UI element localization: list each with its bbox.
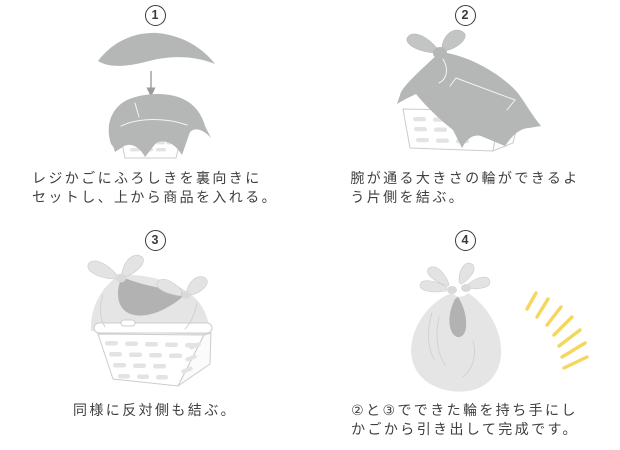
rim-handle-tab <box>120 319 136 327</box>
bag-wrinkle-lines <box>428 312 475 378</box>
step-3-number-badge: 3 <box>144 230 166 251</box>
step-1-caption: レジかごにふろしきを裏向きに セットし、上から商品を入れる。 <box>32 169 278 207</box>
caption-line: ②と③でできた輪を持ち手にし <box>351 402 578 418</box>
knot-ear <box>427 266 450 287</box>
cloth-sag <box>118 277 186 316</box>
step-1-number-badge: 1 <box>144 5 166 26</box>
cloth-crease-lines <box>120 102 188 127</box>
caption-line: かごから引き出して完成です。 <box>351 421 579 437</box>
step-3-panel: 3 <box>0 225 310 450</box>
cloth-crease-lines <box>100 294 198 330</box>
knot-ear <box>156 278 183 297</box>
knot-ear <box>121 254 144 278</box>
step-2-illustration one-side-tied-icon <box>397 29 541 152</box>
handle-gap <box>449 297 467 338</box>
step-3-caption: 同様に反対側も結ぶ。 <box>73 401 237 420</box>
knot-ear <box>458 262 475 285</box>
step-4-panel: 4 <box>310 225 620 450</box>
draped-cloth <box>108 94 211 157</box>
step-1-illustration cloth-over-basket-icon <box>98 32 215 159</box>
step-4-caption: ②と③でできた輪を持ち手にし かごから引き出して完成です。 <box>351 401 579 439</box>
cloth-crease-lines <box>438 58 516 111</box>
knot-bulge <box>116 273 126 283</box>
caption-line: う片側を結ぶ。 <box>350 189 466 205</box>
knot-bulge <box>433 47 447 59</box>
furoshiki-sheet <box>98 32 215 66</box>
step-4-illustration finished-bag-icon <box>411 262 589 392</box>
knot-ear <box>419 280 448 293</box>
step-2-caption: 腕が通る大きさの輪ができるよ う片側を結ぶ。 <box>350 169 579 207</box>
basket-rim <box>93 322 213 334</box>
caption-line: 腕が通る大きさの輪ができるよ <box>350 170 580 186</box>
down-arrowhead <box>146 87 156 97</box>
knot-ear-right <box>441 29 466 52</box>
step-2-panel: 2 <box>310 0 620 225</box>
step-3-illustration both-sides-tied-icon <box>87 254 213 387</box>
basket-slots <box>105 341 201 380</box>
knot-bulge <box>461 284 471 292</box>
caption-line: レジかごにふろしきを裏向きに <box>32 170 262 186</box>
caption-line: セットし、上から商品を入れる。 <box>32 189 278 205</box>
step-4-number-badge: 4 <box>454 230 476 251</box>
knot-bulge <box>447 286 457 294</box>
knot-ear <box>466 276 491 290</box>
step-1-panel: 1 <box>0 0 310 225</box>
knot-ear-left <box>406 33 438 54</box>
knot-ear <box>186 276 208 296</box>
tied-cloth <box>397 52 541 148</box>
sparkle-rays-icon <box>525 291 589 370</box>
step-2-number-badge: 2 <box>454 5 476 26</box>
knot-ear <box>87 260 118 280</box>
knot-bulge <box>181 291 191 299</box>
bag-body <box>411 293 502 392</box>
caption-line: 同様に反対側も結ぶ。 <box>73 402 237 418</box>
